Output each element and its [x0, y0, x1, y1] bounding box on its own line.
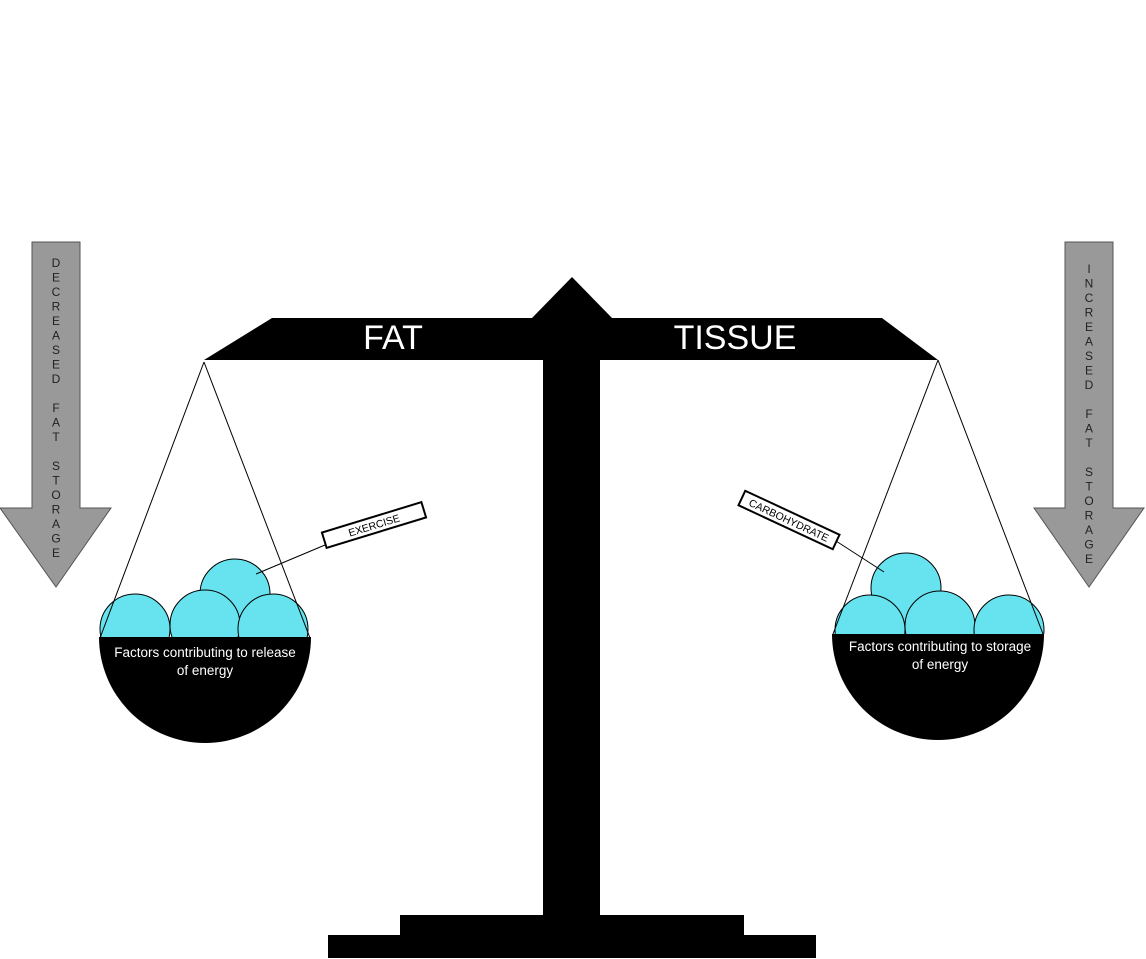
right-pan-text-2: of energy	[912, 657, 969, 672]
scale-base-lower	[328, 935, 816, 958]
scale: FAT TISSUE	[204, 277, 938, 958]
beam-label-tissue: TISSUE	[674, 319, 797, 357]
right-pan-text-1: Factors contributing to storage	[849, 639, 1031, 654]
exercise-tag: EXERCISE	[320, 500, 428, 550]
scale-beam	[204, 277, 938, 360]
increased-storage-label: INCREASED FAT STORAGE	[1082, 262, 1096, 567]
increased-storage-arrow: INCREASED FAT STORAGE	[1033, 241, 1145, 588]
right-pan-bowl	[832, 634, 1044, 740]
right-pan-balls	[834, 552, 1045, 634]
left-pan: Factors contributing to release of energ…	[99, 361, 428, 743]
left-pan-balls	[99, 558, 309, 637]
scale-post	[543, 350, 600, 917]
decreased-storage-label: DECREASED FAT STORAGE	[49, 256, 63, 561]
left-pan-bowl	[99, 637, 311, 743]
scale-base-upper	[400, 915, 744, 937]
carbohydrate-tag: CARBOHYDRATE	[737, 489, 841, 551]
beam-label-fat: FAT	[363, 319, 423, 357]
right-pan: Factors contributing to storage of energ…	[737, 359, 1045, 740]
carbohydrate-tag-label: CARBOHYDRATE	[747, 497, 831, 545]
left-pan-text-1: Factors contributing to release	[114, 645, 296, 660]
left-pan-text-2: of energy	[177, 663, 234, 678]
decreased-storage-arrow: DECREASED FAT STORAGE	[0, 241, 112, 588]
